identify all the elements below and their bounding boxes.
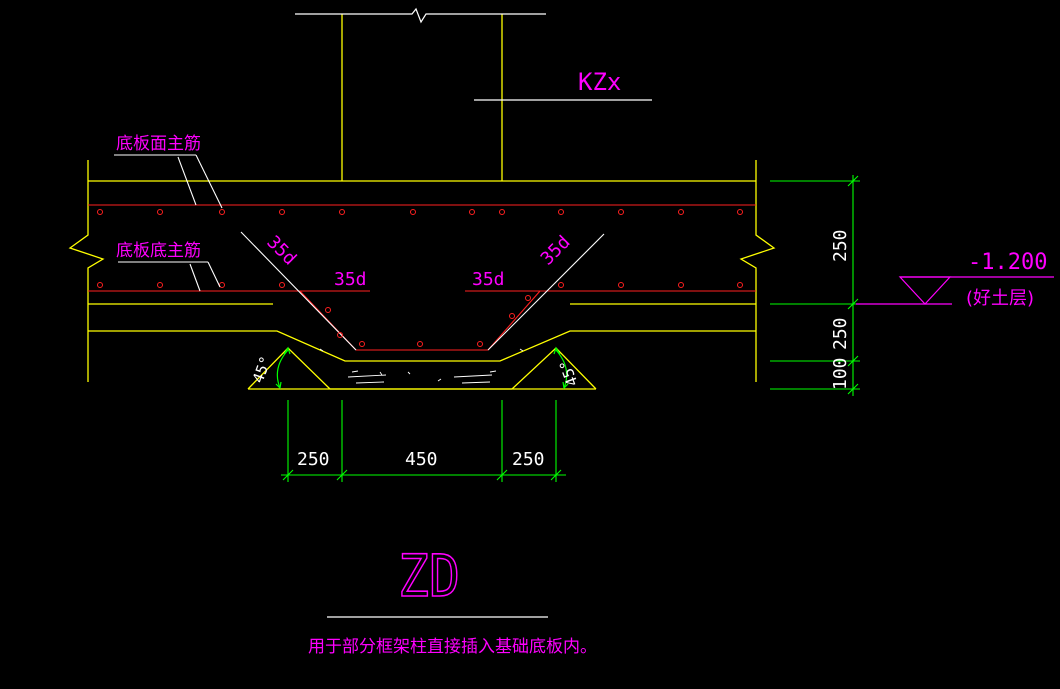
dim-horizontal-2: 450 — [405, 449, 438, 470]
rebar-dots-bottom — [97, 282, 743, 347]
rebar-diagonals — [240, 231, 605, 351]
bottom-bar-label: 底板底主筋 — [116, 241, 201, 261]
slab-outline — [68, 160, 776, 382]
pit-outline — [247, 347, 597, 390]
rebar-dots-top — [97, 209, 743, 215]
elevation-symbol — [856, 276, 1054, 305]
anchor-left-horiz: 35d — [334, 269, 367, 290]
anchor-right-horiz: 35d — [472, 269, 505, 290]
column-tag: KZx — [578, 68, 621, 96]
dim-vertical-1: 250 — [830, 229, 851, 262]
rebar-lines — [88, 204, 756, 351]
top-bar-label: 底板面主筋 — [116, 134, 201, 154]
drawing-caption: 用于部分框架柱直接插入基础底板内。 — [308, 637, 597, 657]
angle-mark-right — [553, 346, 569, 390]
dim-horizontal-3: 250 — [512, 449, 545, 470]
dim-vertical-2: 250 — [830, 317, 851, 350]
soil-note: (好土层) — [966, 288, 1034, 309]
drawing-title: ZD — [398, 542, 460, 610]
dim-vertical-3: 100 — [830, 357, 851, 390]
concrete-hatch — [319, 348, 524, 384]
top-bar-callout — [114, 154, 223, 209]
angle-mark-left — [275, 346, 291, 390]
anchor-right-diag: 35d — [537, 232, 575, 270]
vertical-dimension-chain — [770, 175, 860, 396]
column-break-line — [295, 7, 546, 24]
bottom-bar-callout — [118, 261, 221, 292]
dim-horizontal-1: 250 — [297, 449, 330, 470]
elevation-value: -1.200 — [968, 250, 1047, 275]
column-kz — [341, 14, 503, 181]
anchor-left-diag: 35d — [262, 232, 300, 270]
horizontal-dimension-chain — [281, 400, 566, 482]
angle-right: 45° — [556, 357, 582, 389]
angle-left: 45° — [249, 354, 275, 386]
